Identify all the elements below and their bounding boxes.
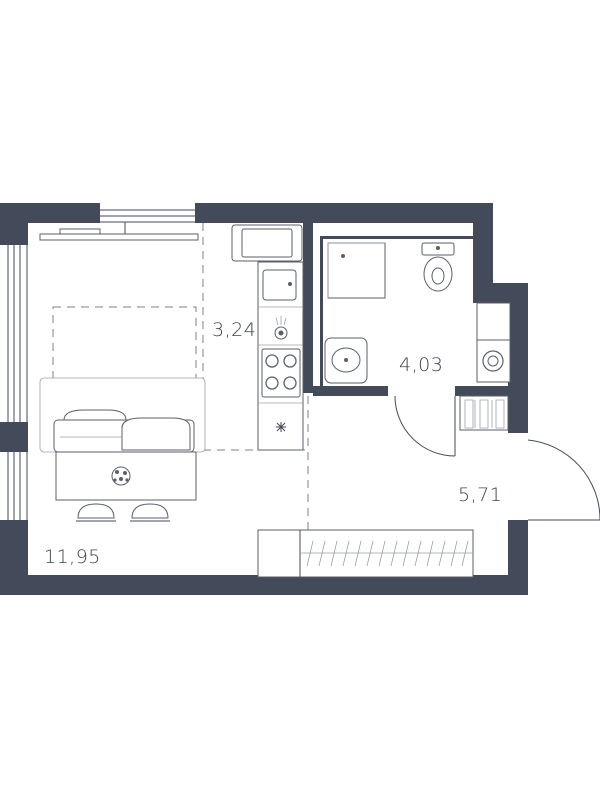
window-left-lower — [0, 452, 28, 520]
wardrobe — [257, 529, 474, 578]
bathroom-area-label: 4,03 — [399, 354, 443, 376]
tv-shelf — [39, 222, 199, 241]
entrance-door-swing — [527, 439, 600, 521]
stove-icon — [261, 348, 301, 398]
toilet-icon — [421, 242, 455, 292]
plant-icon — [111, 466, 131, 486]
bathroom-door-swing — [394, 395, 456, 457]
fan-icon — [276, 422, 286, 432]
kitchen-area-label: 3,24 — [212, 319, 256, 341]
dining-table — [55, 451, 197, 501]
shower-tray — [327, 242, 386, 299]
living-area-label: 11,95 — [44, 546, 101, 568]
window-top — [100, 203, 195, 223]
chair-left — [76, 503, 116, 522]
tap-icon — [274, 316, 288, 340]
hallway-shelf — [476, 302, 511, 341]
fridge — [231, 224, 303, 262]
sofa — [39, 377, 206, 453]
shoe-cabinet — [459, 395, 509, 431]
chair-right — [130, 503, 170, 522]
washbasin-icon — [324, 337, 368, 384]
washing-machine-icon — [476, 339, 511, 383]
window-left-upper — [0, 245, 28, 422]
hallway-area-label: 5,71 — [458, 484, 502, 506]
sink-icon — [262, 269, 297, 301]
walls — [0, 203, 528, 595]
